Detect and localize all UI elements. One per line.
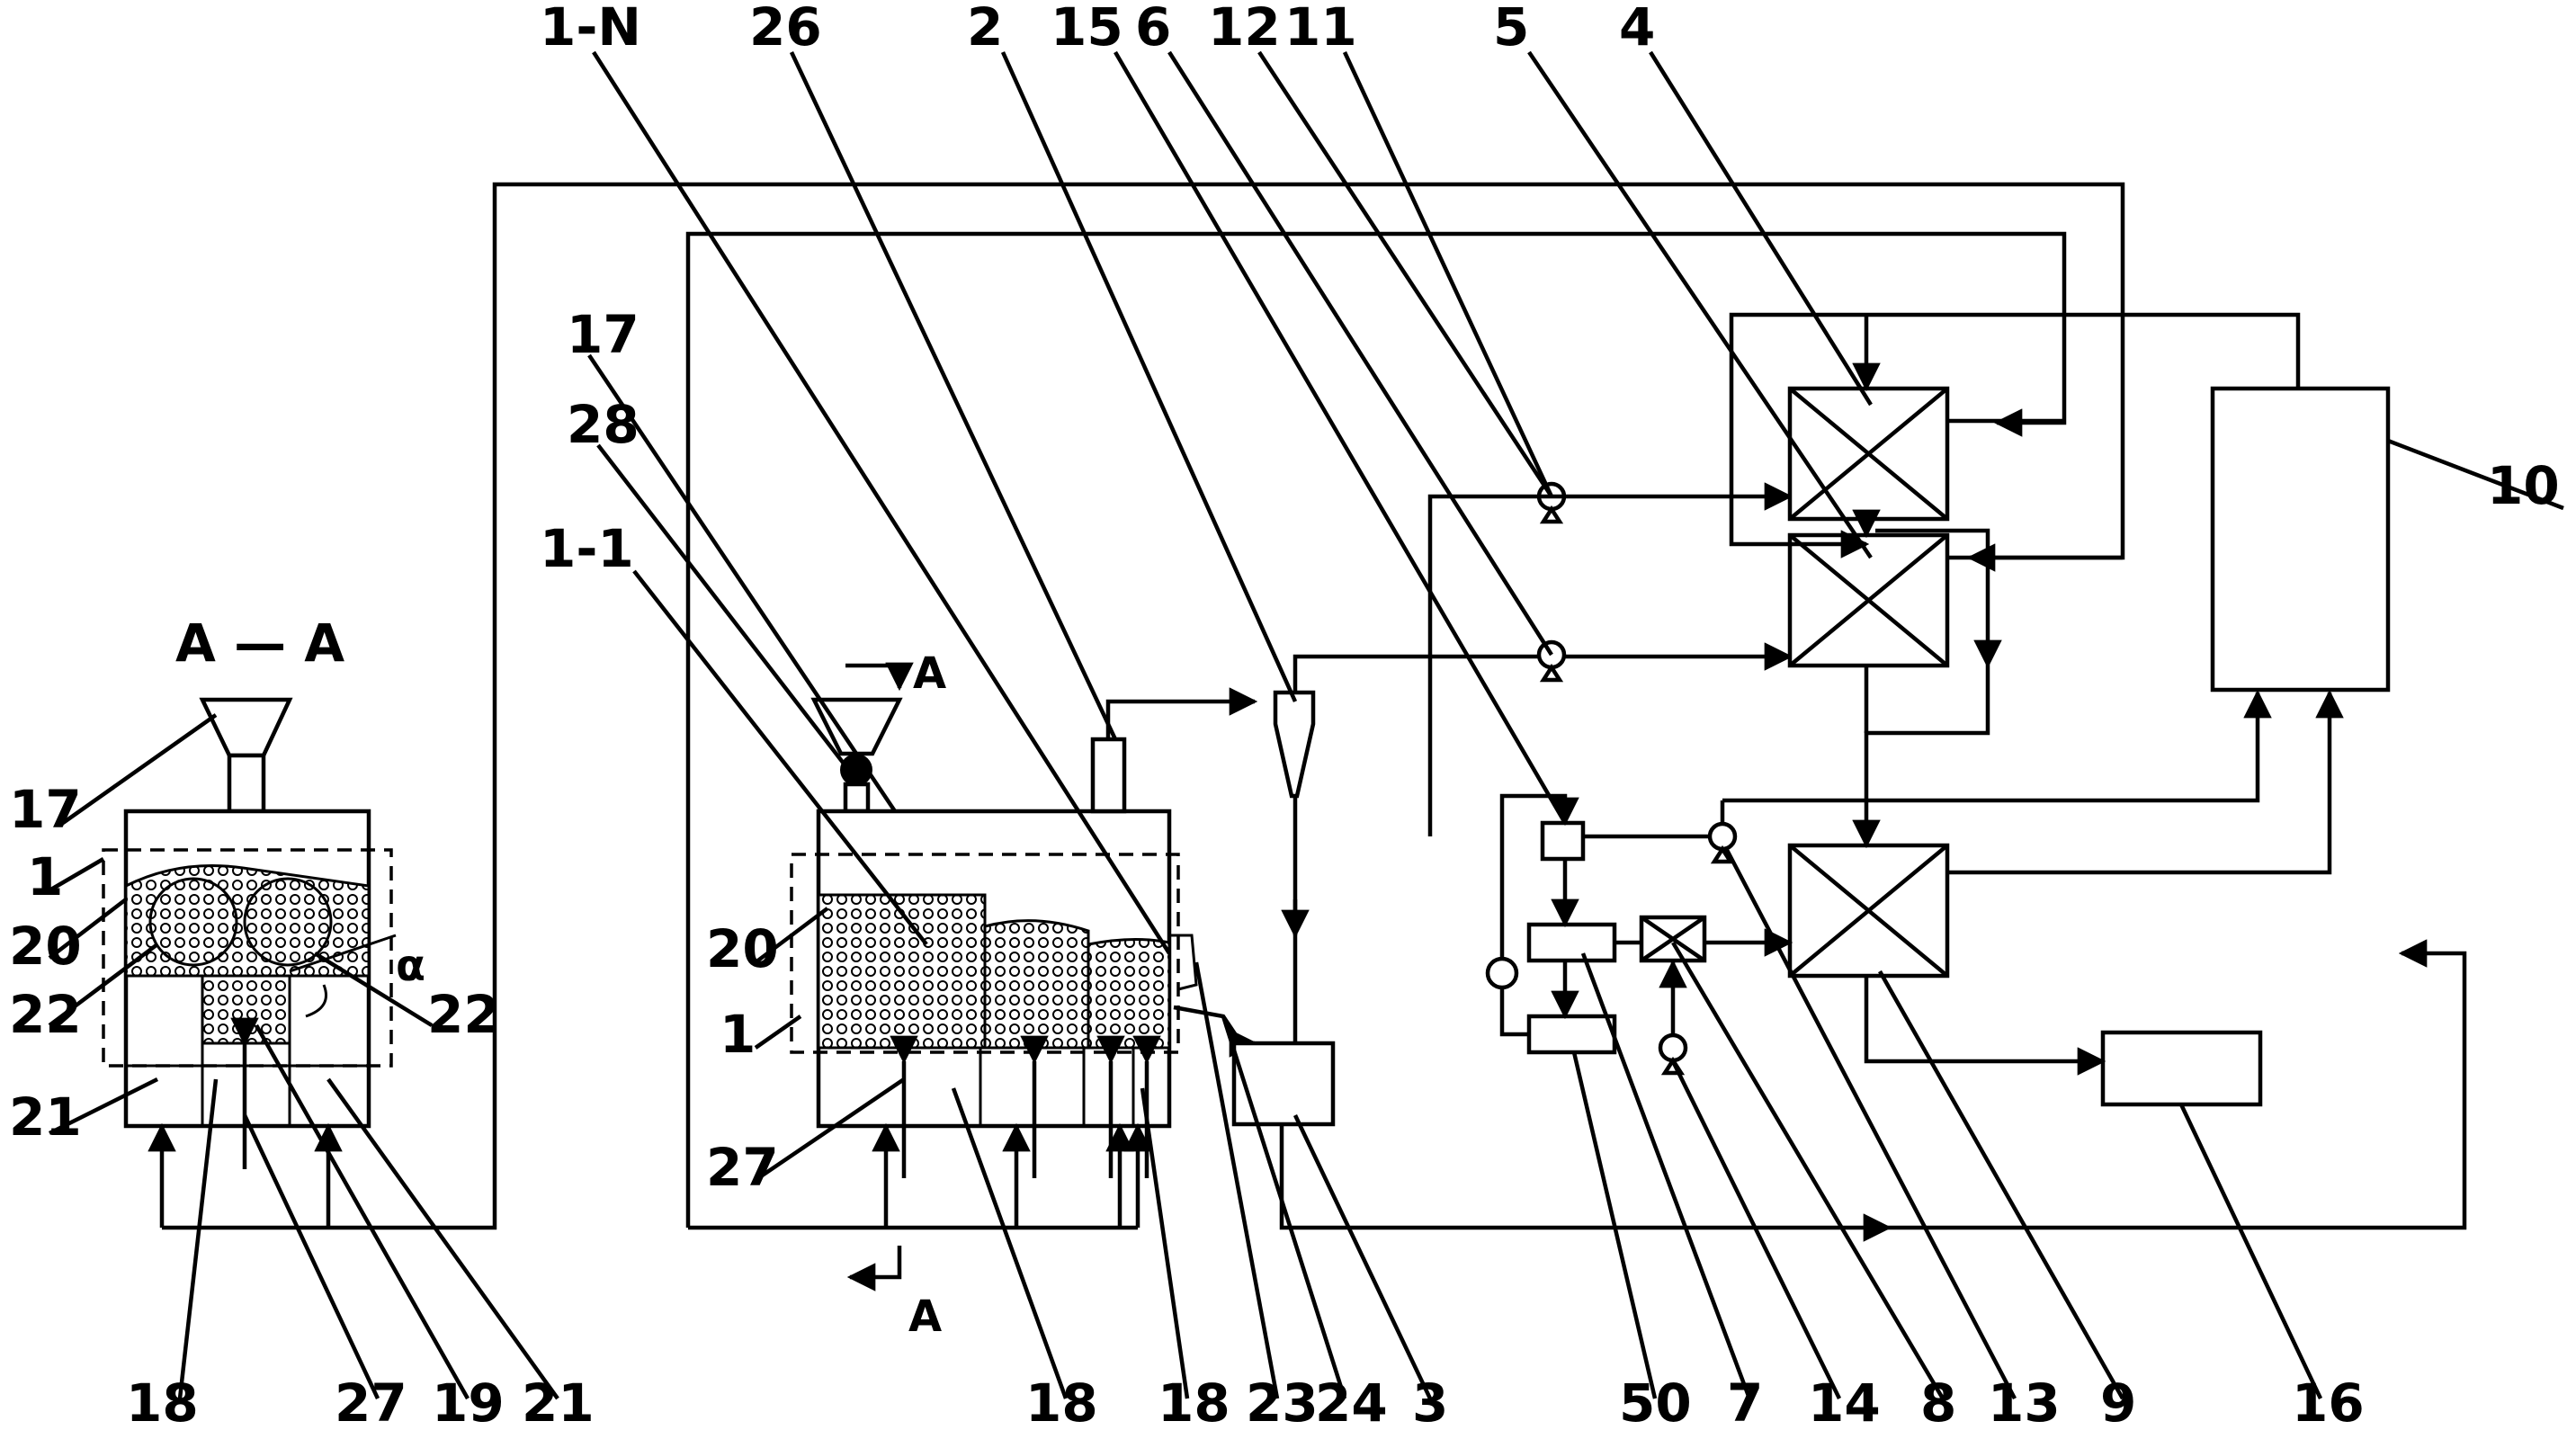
- leader-lines: [587, 50, 2564, 955]
- bottom-leaders: [48, 713, 2323, 1400]
- label-21-section: 21: [9, 1086, 82, 1148]
- pump-14: [1658, 1032, 1688, 1063]
- label-17-main: 17: [567, 304, 640, 365]
- label-A-top: A: [913, 648, 946, 699]
- label-9: 9: [2100, 1372, 2136, 1434]
- label-18-a: 18: [126, 1372, 199, 1434]
- label-27-main: 27: [706, 1137, 779, 1198]
- labels: 1-N 26 2 15 6 12 11 5 4 10 17 28 1-1 A —…: [9, 0, 2560, 1434]
- label-11: 11: [1284, 0, 1357, 58]
- unit-8: [1639, 915, 1707, 963]
- label-alpha: α: [396, 941, 425, 991]
- heat-exchanger-9: [1787, 843, 1950, 979]
- label-1-1: 1-1: [540, 518, 634, 579]
- label-12: 12: [1208, 0, 1281, 58]
- label-1-N: 1-N: [540, 0, 641, 58]
- label-22-section-b: 22: [427, 984, 500, 1045]
- section-view-a-a: [102, 182, 2125, 1230]
- collector: [1231, 1041, 1336, 1127]
- label-23: 23: [1246, 1372, 1319, 1434]
- label-18-c: 18: [1158, 1372, 1230, 1434]
- label-1-section: 1: [27, 846, 63, 907]
- label-6: 6: [1135, 0, 1171, 58]
- label-4: 4: [1619, 0, 1655, 58]
- heat-exchanger-4: [1787, 386, 1950, 522]
- label-22-section-a: 22: [9, 984, 82, 1045]
- label-17-section: 17: [9, 779, 82, 840]
- unit-50: [1526, 1014, 1617, 1055]
- unit-7: [1526, 922, 1617, 963]
- screw-feeder: [840, 754, 872, 786]
- process-units: [1105, 312, 2467, 1242]
- label-8: 8: [1920, 1372, 1956, 1434]
- pump-13: [1707, 821, 1738, 852]
- feed-hopper-main: [810, 697, 903, 756]
- label-10: 10: [2487, 455, 2560, 516]
- label-28: 28: [567, 394, 640, 455]
- label-50: 50: [1619, 1372, 1692, 1434]
- label-26: 26: [749, 0, 822, 58]
- cyclone: [1273, 690, 1316, 799]
- label-A-bottom: A: [908, 1292, 942, 1342]
- unit-16: [2100, 1030, 2263, 1107]
- label-13: 13: [1988, 1372, 2061, 1434]
- label-16: 16: [2292, 1372, 2365, 1434]
- label-2: 2: [967, 0, 1003, 58]
- label-19: 19: [432, 1372, 505, 1434]
- feed-hopper: [199, 697, 293, 758]
- dashed-boundary-1: [102, 848, 393, 1068]
- label-20-section: 20: [9, 916, 82, 977]
- unit-10: [2210, 386, 2391, 693]
- label-1-main: 1: [720, 1004, 756, 1065]
- unit-15: [1540, 820, 1586, 862]
- label-24: 24: [1315, 1372, 1388, 1434]
- label-5: 5: [1493, 0, 1529, 58]
- label-section-title: A — A: [175, 612, 344, 674]
- label-3: 3: [1412, 1372, 1448, 1434]
- label-20-main: 20: [706, 918, 779, 979]
- label-21-b: 21: [522, 1372, 595, 1434]
- label-15: 15: [1051, 0, 1123, 58]
- label-14: 14: [1808, 1372, 1881, 1434]
